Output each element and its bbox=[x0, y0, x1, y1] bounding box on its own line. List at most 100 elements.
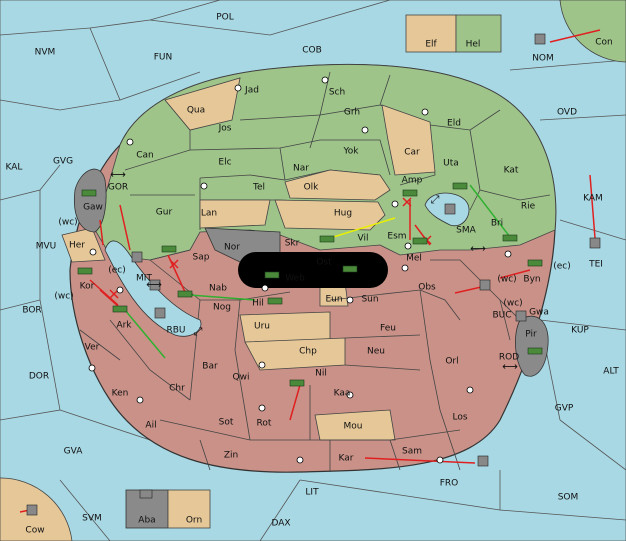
svg-text:Uta: Uta bbox=[443, 159, 459, 169]
svg-text:Yok: Yok bbox=[342, 147, 359, 157]
svg-text:Her: Her bbox=[69, 241, 85, 251]
svg-text:Feu: Feu bbox=[380, 324, 396, 334]
svg-text:Mou: Mou bbox=[344, 422, 363, 432]
svg-text:Neu: Neu bbox=[367, 347, 385, 357]
svg-text:Ail: Ail bbox=[145, 421, 156, 431]
province-hug[interactable] bbox=[274, 199, 386, 231]
label-ovd: OVD bbox=[557, 108, 577, 118]
svg-text:Amp: Amp bbox=[402, 176, 423, 186]
svg-text:Hug: Hug bbox=[334, 209, 352, 219]
convoy-orders bbox=[124, 184, 511, 359]
svg-text:(ec): (ec) bbox=[553, 262, 571, 272]
province-lan[interactable] bbox=[199, 199, 271, 229]
province-qua[interactable] bbox=[164, 77, 241, 131]
svg-text:⟷: ⟷ bbox=[502, 360, 518, 373]
box-orn[interactable] bbox=[167, 489, 211, 529]
label-con: Con bbox=[595, 38, 613, 48]
svg-text:Obs: Obs bbox=[418, 283, 436, 293]
label-bor: BOR bbox=[22, 306, 41, 316]
label-nom: NOM bbox=[532, 54, 554, 64]
svg-text:⟷: ⟷ bbox=[110, 168, 126, 181]
label-tei: TEI bbox=[588, 260, 603, 270]
svg-text:Lan: Lan bbox=[201, 209, 217, 219]
label-dax: DAX bbox=[271, 519, 290, 529]
svg-text:Vil: Vil bbox=[358, 234, 369, 244]
province-car[interactable] bbox=[381, 104, 436, 176]
svg-text:Gur: Gur bbox=[156, 208, 173, 218]
fleet-units bbox=[26, 33, 601, 516]
svg-text:Ken: Ken bbox=[112, 389, 129, 399]
svg-text:⟷: ⟷ bbox=[470, 242, 486, 255]
svg-text:Eun: Eun bbox=[325, 295, 342, 305]
label-kal: KAL bbox=[6, 163, 23, 173]
box-hel[interactable] bbox=[455, 14, 502, 53]
svg-text:Elc: Elc bbox=[218, 158, 231, 168]
label-cob: COB bbox=[302, 46, 322, 56]
svg-text:Sch: Sch bbox=[329, 88, 345, 98]
svg-text:Pir: Pir bbox=[525, 330, 537, 340]
svg-text:Uru: Uru bbox=[254, 322, 270, 332]
province-mou[interactable] bbox=[314, 409, 396, 441]
svg-text:Bar: Bar bbox=[202, 362, 218, 372]
label-gva: GVA bbox=[64, 447, 84, 457]
province-olk[interactable] bbox=[284, 169, 391, 201]
svg-text:Sot: Sot bbox=[219, 418, 234, 428]
svg-text:Rie: Rie bbox=[521, 202, 536, 212]
label-rod: ROD bbox=[499, 353, 519, 363]
svg-text:Hil: Hil bbox=[252, 299, 264, 309]
label-orn: Orn bbox=[186, 516, 202, 526]
svg-text:⤢: ⤢ bbox=[194, 325, 203, 338]
svg-text:Car: Car bbox=[404, 148, 420, 158]
lake bbox=[238, 252, 388, 288]
x-marks bbox=[109, 197, 432, 299]
svg-text:⟷: ⟷ bbox=[146, 278, 162, 291]
svg-text:Can: Can bbox=[136, 151, 154, 161]
province-gaw[interactable] bbox=[73, 168, 107, 233]
svg-text:Sam: Sam bbox=[402, 447, 422, 457]
svg-text:Nor: Nor bbox=[224, 243, 240, 253]
label-lit: LIT bbox=[305, 488, 319, 498]
province-pir[interactable] bbox=[515, 315, 549, 377]
svg-text:Esm: Esm bbox=[387, 232, 406, 242]
svg-text:Los: Los bbox=[452, 413, 467, 423]
svg-text:(wc): (wc) bbox=[58, 218, 77, 228]
label-nvm: NVM bbox=[35, 48, 56, 58]
svg-text:(wc): (wc) bbox=[54, 292, 73, 302]
move-orders bbox=[19, 29, 601, 513]
svg-text:Olk: Olk bbox=[304, 183, 320, 193]
svg-text:Nil: Nil bbox=[315, 369, 327, 379]
svg-text:Mel: Mel bbox=[406, 254, 422, 264]
svg-text:Nar: Nar bbox=[293, 164, 309, 174]
svg-text:Ark: Ark bbox=[116, 321, 132, 331]
label-gvp: GVP bbox=[555, 404, 574, 414]
svg-text:Web: Web bbox=[285, 274, 305, 284]
svg-text:⤢: ⤢ bbox=[431, 193, 440, 206]
svg-text:Eld: Eld bbox=[447, 119, 461, 129]
label-som: SOM bbox=[558, 493, 579, 503]
svg-text:Jad: Jad bbox=[244, 86, 259, 96]
svg-text:Qua: Qua bbox=[187, 106, 205, 116]
label-gor: GOR bbox=[108, 183, 128, 193]
label-rbu: RBU bbox=[166, 326, 185, 336]
label-buc: BUC bbox=[492, 311, 511, 321]
svg-text:Jos: Jos bbox=[218, 124, 232, 134]
svg-text:Nog: Nog bbox=[213, 303, 231, 313]
svg-text:Chr: Chr bbox=[169, 384, 185, 394]
label-kup: KUP bbox=[571, 326, 589, 336]
label-svm: SVM bbox=[82, 514, 102, 524]
label-fro: FRO bbox=[440, 479, 459, 489]
svg-text:Kor: Kor bbox=[80, 282, 95, 292]
svg-text:(wc): (wc) bbox=[497, 275, 516, 285]
label-fun: FUN bbox=[154, 53, 173, 63]
label-elf: Elf bbox=[425, 40, 437, 50]
svg-text:Grh: Grh bbox=[344, 108, 360, 118]
svg-text:(wc): (wc) bbox=[503, 299, 522, 309]
svg-text:Gwa: Gwa bbox=[529, 308, 549, 318]
svg-text:Ver: Ver bbox=[85, 343, 100, 353]
label-mit: MIT bbox=[136, 274, 152, 284]
supply-centers bbox=[88, 76, 512, 464]
svg-text:Chp: Chp bbox=[299, 347, 317, 357]
svg-text:Zin: Zin bbox=[224, 451, 238, 461]
label-alt: ALT bbox=[603, 367, 619, 377]
